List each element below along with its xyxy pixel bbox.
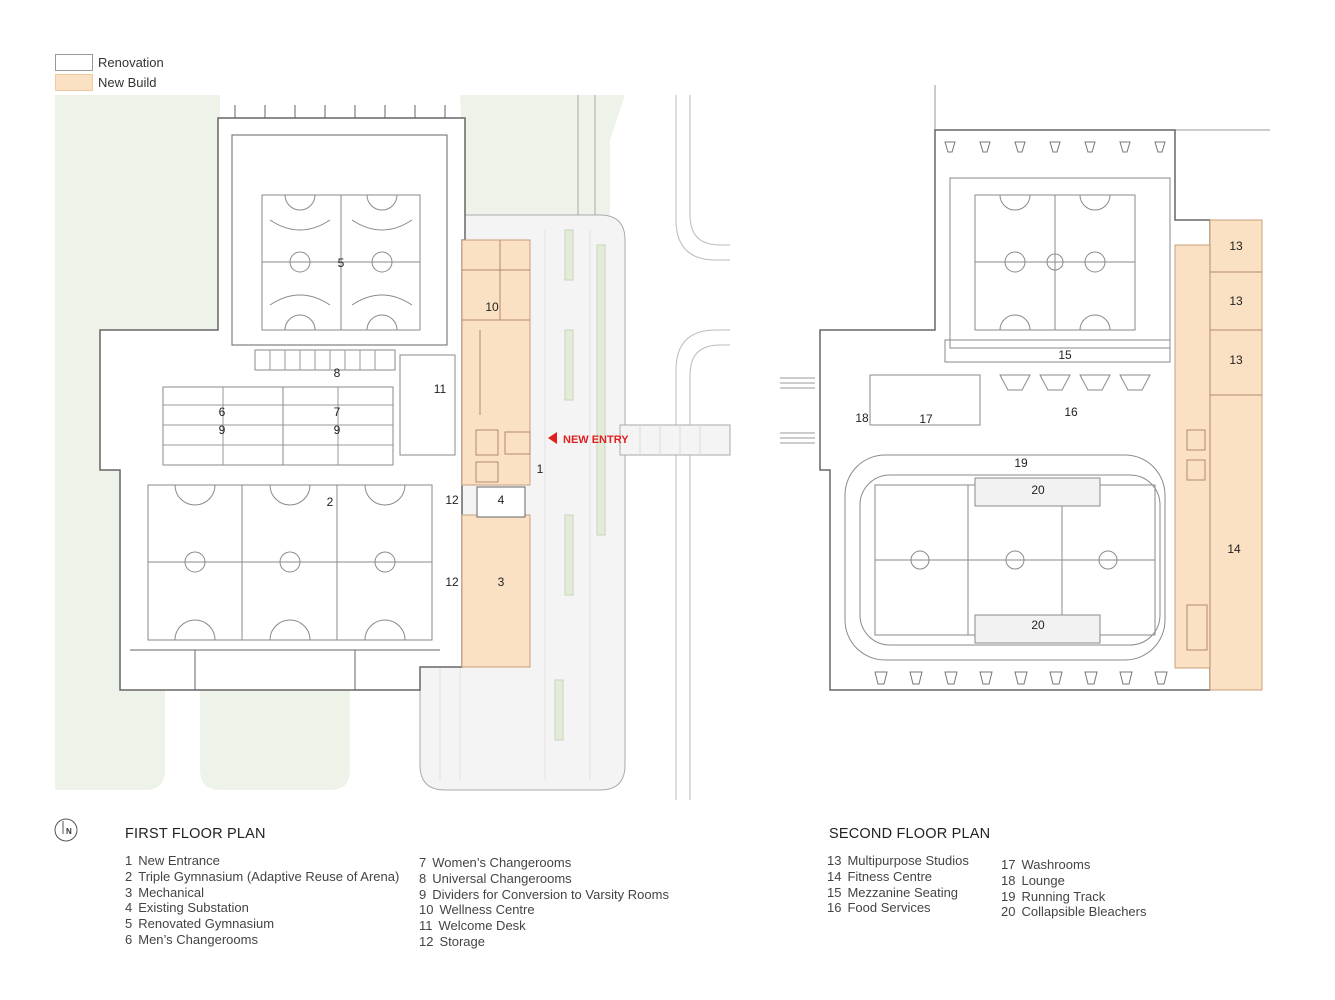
gymnasium-5-courts	[261, 194, 421, 331]
room-label-20b: 20	[1031, 618, 1045, 632]
lawn-west	[55, 95, 220, 790]
room-label-5: 5	[338, 256, 345, 270]
triple-gymnasium-courts	[147, 484, 433, 641]
room-label-3: 3	[498, 575, 505, 589]
room-label-8: 8	[334, 366, 341, 380]
second-floor-outline	[819, 129, 1211, 691]
running-track	[859, 474, 1161, 646]
room-label-2: 2	[327, 495, 334, 509]
room-label-16: 16	[1064, 405, 1078, 419]
legend-swatch-renovation	[55, 54, 93, 71]
lawn-north	[460, 95, 625, 215]
mezzanine-seating	[944, 339, 1171, 363]
room-label-6: 6	[219, 405, 226, 419]
room-label-9b: 9	[334, 423, 341, 437]
lawn-south-2	[55, 690, 165, 790]
pedestrian-bridge	[619, 424, 731, 456]
existing-substation	[476, 486, 526, 518]
room-label-1: 1	[537, 462, 544, 476]
first-floor-title: FIRST FLOOR PLAN	[125, 826, 266, 842]
room-label-20a: 20	[1031, 483, 1045, 497]
legend-label-new-build: New Build	[98, 75, 157, 90]
room-label-4: 4	[498, 493, 505, 507]
second-floor-plan: 13 13 13 14 15 16 17 18 19 20 20	[780, 85, 1270, 691]
room-label-14: 14	[1227, 542, 1241, 556]
room-label-13b: 13	[1229, 294, 1243, 308]
room-label-9a: 9	[219, 423, 226, 437]
running-track-outer	[844, 454, 1166, 661]
food-services-counters	[999, 374, 1151, 391]
room-label-13c: 13	[1229, 353, 1243, 367]
legend-swatch-new-build	[55, 74, 93, 91]
room-label-10: 10	[485, 300, 499, 314]
room-label-11: 11	[434, 382, 447, 396]
new-entry-arrow-icon	[548, 432, 557, 444]
new-build-fitness-studios	[1174, 219, 1263, 691]
welcome-desk-area	[399, 354, 456, 456]
new-build-mechanical	[461, 514, 531, 668]
collapsible-bleachers-north	[974, 477, 1101, 507]
room-label-12a: 12	[445, 493, 459, 507]
room-label-13a: 13	[1229, 239, 1243, 253]
room-label-18: 18	[855, 411, 869, 425]
universal-changerooms	[254, 349, 396, 371]
first-floor-plan: 1 2 3 4 5 6 7 8 9 9 10 11 12 12 NEW ENTR…	[55, 95, 731, 800]
north-arrow-icon: N	[54, 818, 78, 842]
room-label-15: 15	[1058, 348, 1072, 362]
upper-gym-courts	[974, 194, 1136, 331]
lawn-south-1	[200, 690, 350, 790]
svg-text:N: N	[66, 827, 72, 836]
collapsible-bleachers-south	[974, 614, 1101, 644]
new-entry-label: NEW ENTRY	[563, 434, 629, 446]
room-label-19: 19	[1014, 456, 1028, 470]
new-build-wellness-entrance	[461, 239, 531, 486]
washrooms-block	[869, 374, 981, 426]
legend-label-renovation: Renovation	[98, 55, 164, 70]
room-label-7: 7	[334, 405, 341, 419]
room-label-17: 17	[919, 412, 933, 426]
second-floor-title: SECOND FLOOR PLAN	[829, 826, 991, 842]
upper-gym	[949, 177, 1171, 349]
room-label-12b: 12	[445, 575, 459, 589]
